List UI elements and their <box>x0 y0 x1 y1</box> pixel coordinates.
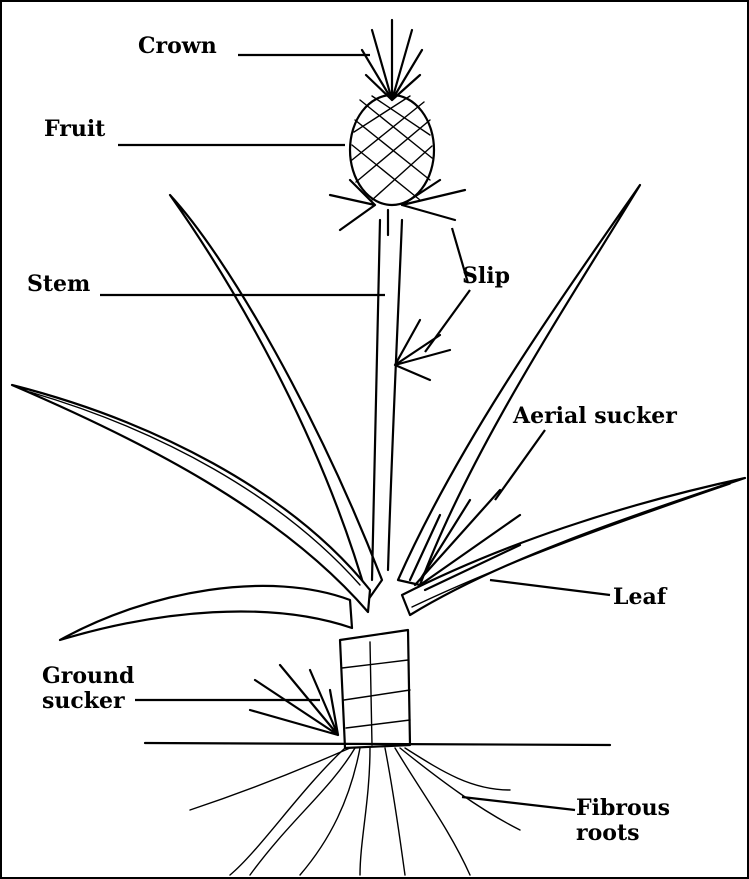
label-ground-sucker-line1: Ground <box>42 664 134 689</box>
label-slip: Slip <box>462 264 510 289</box>
label-fruit: Fruit <box>44 117 105 142</box>
label-fibrous-roots: Fibrous roots <box>576 796 670 847</box>
label-ground-sucker-line2: sucker <box>42 689 134 714</box>
leader-aerial-sucker <box>495 430 545 500</box>
crown-leaves <box>362 20 422 100</box>
leaf-far-left <box>12 385 370 612</box>
label-ground-sucker: Ground sucker <box>42 664 134 715</box>
label-aerial-sucker: Aerial sucker <box>513 404 677 429</box>
leader-fibrous-roots <box>462 797 575 810</box>
leaf-upper-left <box>170 195 382 600</box>
label-fibrous-roots-line2: roots <box>576 821 670 846</box>
label-leaf: Leaf <box>613 585 666 610</box>
label-crown: Crown <box>138 34 217 59</box>
ground-line <box>145 743 610 745</box>
leaf-lower-left <box>60 586 352 640</box>
fruit-texture <box>352 96 432 200</box>
label-stem: Stem <box>27 272 90 297</box>
stem-outline <box>372 220 402 580</box>
roots <box>190 748 520 875</box>
leader-leaf <box>490 580 610 595</box>
plant-base <box>340 630 410 748</box>
slip-top <box>330 180 465 235</box>
label-fibrous-roots-line1: Fibrous <box>576 796 670 821</box>
leader-slip-stem <box>425 290 470 352</box>
